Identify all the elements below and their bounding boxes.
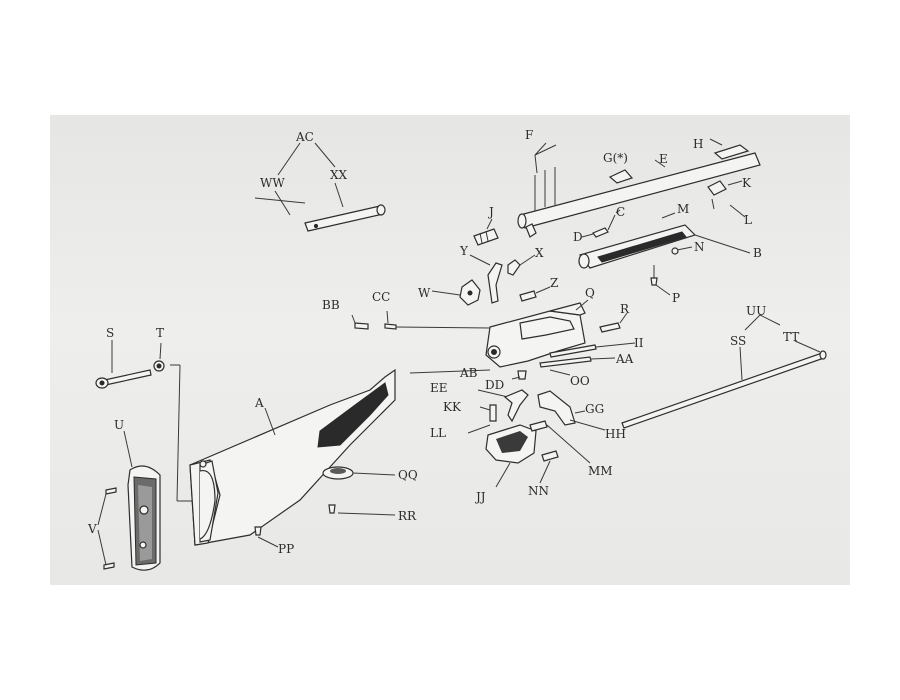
label-mm: MM [588,464,613,478]
label-y: Y [459,244,469,258]
label-cc: CC [372,290,390,304]
label-b: B [753,246,762,260]
part-j [473,218,499,246]
label-f: F [525,128,533,142]
label-x: X [535,246,544,260]
part-labels: AC WW XX F G(*) E H K L J C D M B N P Y … [87,128,799,556]
label-h: H [693,137,703,151]
part-bolt-s-t [95,340,200,502]
part-barrel-e [517,138,761,238]
label-hh: HH [605,427,626,441]
part-y-x-w-z [431,254,551,306]
label-pp: PP [278,542,294,556]
part-c-d [581,209,621,238]
label-ll: LL [430,426,446,440]
label-ee: EE [430,381,448,395]
part-k [707,180,746,218]
label-ww: WW [260,176,285,190]
label-q: Q [585,286,595,300]
label-qq: QQ [398,468,418,482]
label-ab: AB [459,366,478,380]
label-z: Z [550,276,558,290]
part-receiver-q [409,299,636,376]
label-uu: UU [746,304,766,318]
part-buttpad-u [97,430,161,571]
label-gg: GG [585,402,604,416]
label-n: N [694,240,705,254]
part-forend-b [578,212,751,296]
label-a: A [254,396,264,410]
label-g: G(*) [603,151,628,165]
label-m: M [677,202,689,216]
label-j: J [487,205,494,219]
label-kk: KK [443,400,462,414]
label-w: W [418,286,431,300]
part-qq-rr-pp [254,466,396,548]
label-xx: XX [330,168,348,182]
part-rod-ss [621,314,827,429]
part-pin-ac [254,142,386,232]
part-stock-a [189,368,396,546]
label-k: K [742,176,752,190]
label-l: L [744,213,752,227]
label-oo: OO [570,374,590,388]
label-u: U [114,418,124,432]
part-bb-cc [351,310,491,330]
exploded-parts-diagram: AC WW XX F G(*) E H K L J C D M B N P Y … [87,128,827,571]
label-dd: DD [485,378,504,392]
label-d: D [573,230,583,244]
label-aa: AA [615,352,634,366]
label-ii: II [634,336,644,350]
label-p: P [672,291,680,305]
part-trigger-group [467,370,606,488]
label-ac: AC [295,130,314,144]
label-v: V [87,522,97,536]
label-rr: RR [398,509,417,523]
label-ss: SS [730,334,746,348]
label-c: C [616,205,625,219]
label-bb: BB [322,298,340,312]
label-t: T [156,326,164,340]
label-s: S [106,326,114,340]
label-nn: NN [528,484,549,498]
diagram-sheet: AC WW XX F G(*) E H K L J C D M B N P Y … [50,115,850,585]
label-r: R [620,302,630,316]
label-tt: TT [783,330,799,344]
label-e: E [659,152,668,166]
label-jj: JJ [474,490,486,504]
